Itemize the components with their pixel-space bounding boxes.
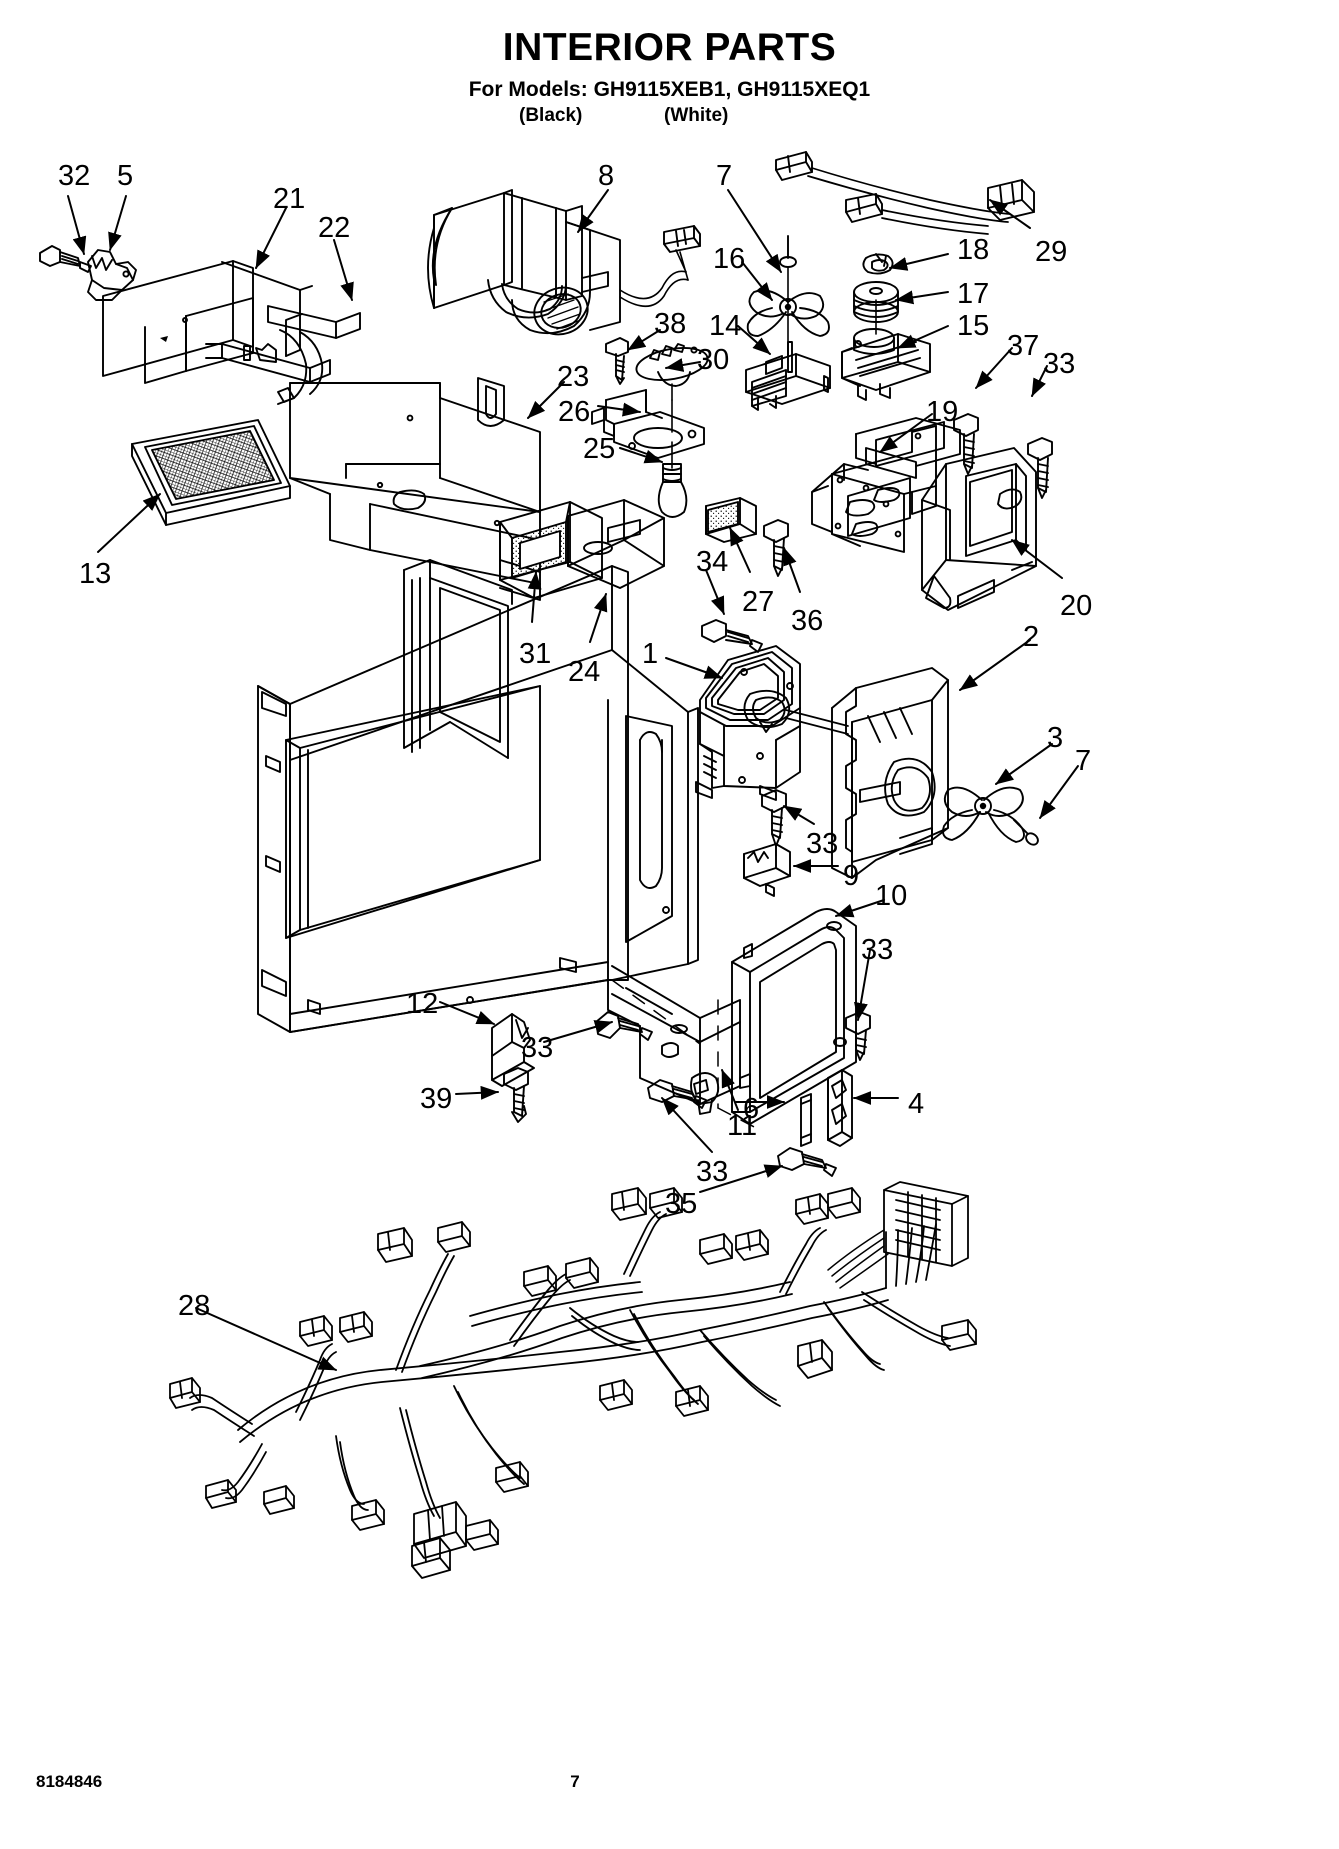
footer-page-number: 7 [570,1772,580,1791]
callout-27: 27 [742,586,775,618]
callout-11: 11 [727,1110,758,1142]
part-33-screw-switch [761,789,787,857]
callout-20: 20 [1060,590,1093,622]
callout-12: 12 [406,988,439,1020]
part-5-latch-hook [87,249,137,301]
callout-24: 24 [568,656,601,688]
part-10-door-frame [731,908,857,1125]
part-11-lamp-holder [690,1072,720,1115]
callout-15: 15 [957,310,990,342]
part-33-screw-door-frame [845,1011,871,1061]
part-16-stirrer-fan [746,289,830,337]
page-header: INTERIOR PARTS For Models: GH9115XEB1, G… [0,26,1339,129]
part-33-screw-cavity [595,1011,653,1041]
part-25-oven-lamp [657,441,688,518]
callout-31: 31 [519,638,552,670]
callout-7-upper: 7 [716,160,733,192]
callout-39: 39 [420,1083,453,1115]
part-27-thermal-cutout [705,497,757,543]
part-7-fan-clip-upper [779,235,797,357]
callout-23: 23 [557,361,590,393]
callout-10: 10 [875,880,908,912]
callout-7-lower: 7 [1075,745,1092,777]
part-1-magnetron [695,645,849,801]
page-footer: 8184846 7 [0,1772,1339,1812]
callout-3: 3 [1047,722,1064,754]
callout-33-switch: 33 [806,828,839,860]
footer-part-number: 8184846 [36,1772,103,1791]
part-28-main-harness [169,1181,977,1579]
part-22-bracket [205,305,361,405]
callout-34: 34 [696,546,729,578]
part-21-bracket [102,260,313,384]
part-38-screw [605,337,629,385]
callout-5: 5 [117,160,134,192]
part-12-corner-bracket [491,1013,535,1087]
callout-38: 38 [654,308,687,340]
callout-33-door: 33 [861,934,894,966]
callout-35: 35 [665,1188,698,1220]
callout-21: 21 [273,183,306,215]
part-33-screw-upper-right [1027,437,1053,499]
callout-26: 26 [558,396,591,428]
part-36-screw [763,519,789,577]
callout-37: 37 [1007,330,1040,362]
callout-1: 1 [642,638,659,670]
part-19-motor-mount [811,417,961,553]
page-title: INTERIOR PARTS [502,26,837,69]
part-4-switch-bracket [827,1069,853,1147]
callout-19: 19 [926,396,959,428]
part-20-air-duct-cover [921,447,1037,611]
part-14-terminal-block [745,341,831,411]
part-15-stirrer-motor [841,299,931,401]
finish-white-label: (White) [664,105,729,127]
part-34-screw [701,619,763,653]
part-30-socket-cover [635,343,709,401]
part-2-fan-shroud [831,667,949,879]
part-31-waveguide-cover [499,501,603,599]
part-35-screw [777,1147,837,1177]
part-33-screw-lamp [647,1079,707,1109]
part-3-cooling-fan [942,786,1025,843]
callout-33-upper-right: 33 [1043,348,1076,380]
callout-33-lamp: 33 [696,1156,729,1188]
callout-18: 18 [957,234,990,266]
part-9-interlock-switch [743,843,791,897]
callout-14: 14 [709,310,742,342]
callout-30: 30 [697,344,730,376]
part-39-screw [503,1067,529,1123]
callout-17: 17 [957,278,990,310]
part-8-blower [427,189,701,336]
callout-16: 16 [713,243,746,275]
callout-28: 28 [178,1290,211,1322]
callout-8: 8 [598,160,615,192]
callout-13: 13 [79,558,112,590]
callout-2: 2 [1023,621,1040,653]
main-oven-cavity [257,559,761,1131]
callout-22: 22 [318,212,351,244]
callout-9: 9 [843,860,860,892]
models-line: For Models: GH9115XEB1, GH9115XEQ1 [468,77,871,101]
callout-33-cavity: 33 [521,1032,554,1064]
part-7-fan-clip-lower [1013,819,1039,846]
callout-32: 32 [58,160,91,192]
part-29-wire-harness [775,151,1035,235]
part-13-grease-filter [131,419,291,526]
finish-black-label: (Black) [519,105,583,127]
callout-25: 25 [583,433,616,465]
finish-line: (Black) (White) [0,105,1339,129]
part-18-retaining-ring [862,253,894,275]
part-26-lamp-bracket [591,389,705,459]
callout-6: 6 [743,1093,760,1125]
part-37-screw [953,413,979,475]
part-32-screw [39,245,92,273]
callout-36: 36 [791,605,824,637]
callout-29: 29 [1035,236,1068,268]
part-6-antenna-coupler [800,1093,812,1147]
callout-4: 4 [908,1088,925,1120]
part-24-air-duct [567,499,665,589]
